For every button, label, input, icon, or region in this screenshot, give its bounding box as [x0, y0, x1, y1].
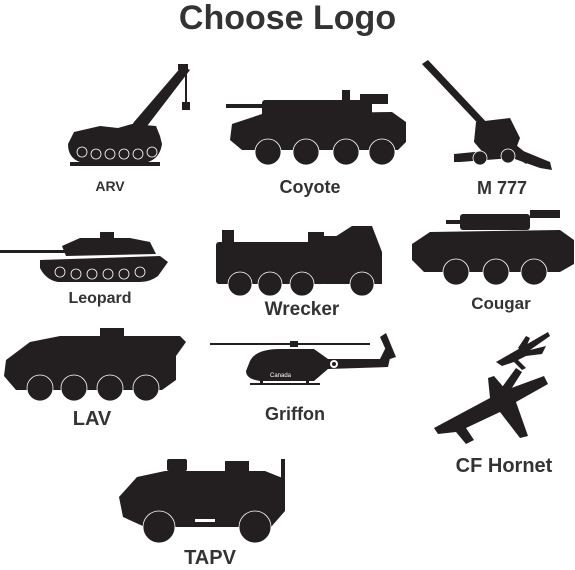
logo-label-cfhornet: CF Hornet [455, 455, 553, 477]
logo-option-m777[interactable]: M 777 [420, 58, 560, 203]
logo-label-lav: LAV [72, 408, 112, 430]
logo-label-wrecker: Wrecker [264, 299, 340, 320]
logo-option-wrecker[interactable]: Wrecker [212, 222, 392, 322]
logo-option-tapv[interactable]: TAPV [115, 455, 295, 570]
tapv-vehicle-icon [119, 459, 285, 544]
arv-vehicle-icon [68, 64, 190, 166]
griffon-helicopter-icon: Canada [210, 333, 396, 385]
logo-option-leopard[interactable]: Leopard [0, 232, 170, 312]
logo-option-arv[interactable]: ARV [60, 62, 195, 202]
cf-hornet-jets-icon [434, 332, 550, 444]
logo-option-lav[interactable]: LAV [0, 328, 190, 438]
m777-howitzer-icon [422, 60, 552, 170]
logo-label-m777: M 777 [476, 178, 528, 198]
logo-label-tapv: TAPV [184, 547, 236, 569]
lav-vehicle-icon [4, 328, 186, 402]
logo-option-griffon[interactable]: Canada Griffon [210, 333, 410, 428]
cougar-vehicle-icon [412, 210, 574, 286]
logo-label-coyote: Coyote [279, 177, 341, 197]
logo-option-coyote[interactable]: Coyote [222, 90, 412, 200]
page-title: Choose Logo [178, 0, 397, 37]
coyote-vehicle-icon [226, 90, 406, 166]
logo-label-griffon: Griffon [265, 404, 325, 424]
griffon-marking: Canada [270, 373, 292, 379]
logo-label-arv: ARV [95, 178, 125, 194]
logo-label-leopard: Leopard [68, 290, 132, 307]
logo-option-cougar[interactable]: Cougar [410, 208, 575, 318]
wrecker-truck-icon [216, 226, 382, 297]
leopard-tank-icon [0, 232, 168, 282]
logo-label-cougar: Cougar [471, 294, 531, 313]
logo-option-cfhornet[interactable]: CF Hornet [430, 328, 575, 483]
